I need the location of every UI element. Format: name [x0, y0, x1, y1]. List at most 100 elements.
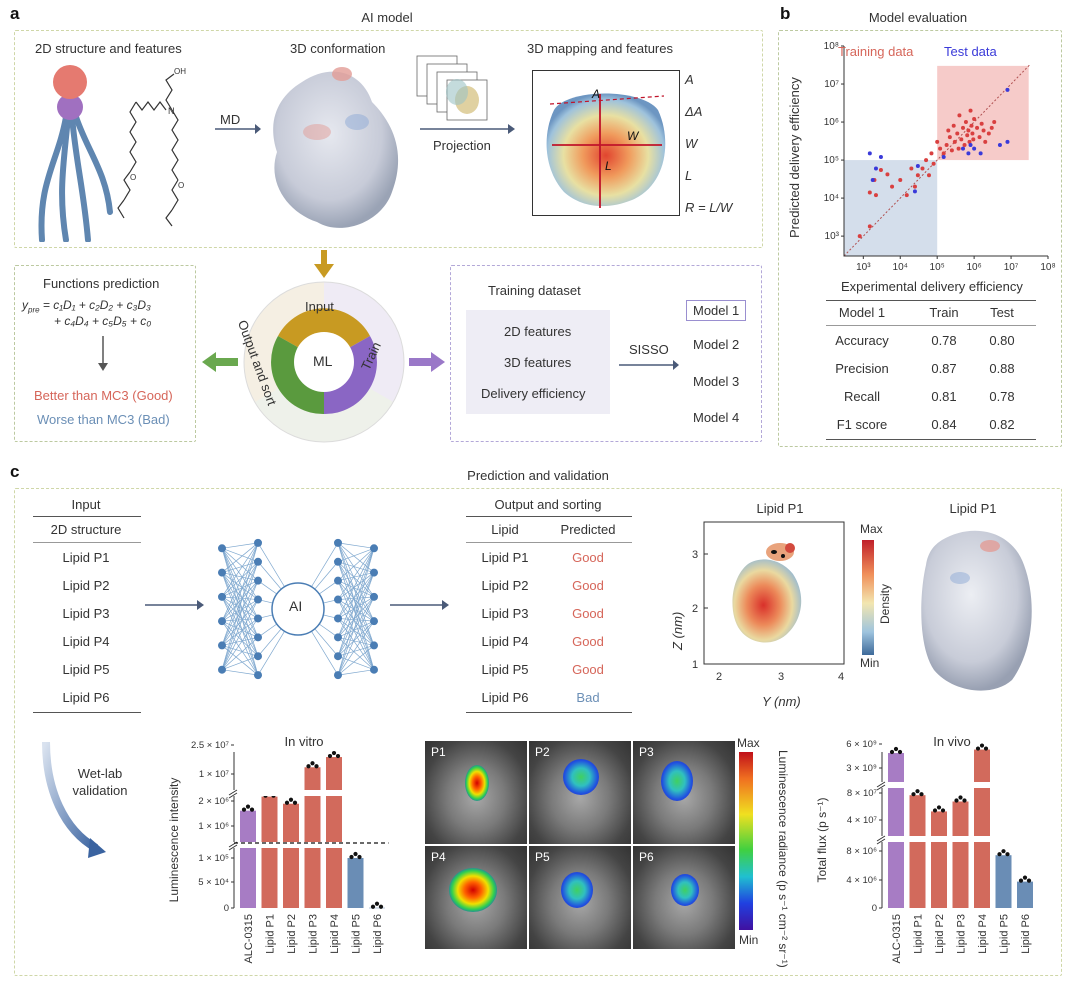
- eval-train-value: 0.87: [931, 361, 957, 376]
- imaging-panel-label: P4: [431, 850, 446, 864]
- nn-link: [337, 542, 375, 622]
- scatter-ytick-label: 10⁶: [824, 117, 839, 128]
- vitro-svg-category-label: Lipid P4: [329, 914, 341, 954]
- vivo-svg-bar: [909, 795, 926, 908]
- model-1-box: Model 1: [686, 300, 747, 321]
- feature-label-r: R = L/W: [685, 200, 733, 215]
- svg-text:O: O: [178, 181, 184, 190]
- vivo-svg-category-label: Lipid P3: [956, 914, 968, 954]
- eval-metric-label: Recall: [843, 389, 881, 404]
- scatter-axes: [843, 46, 1048, 257]
- test-point: [867, 151, 872, 156]
- vivo-svg-bar: [931, 811, 947, 908]
- eval-test-value: 0.88: [989, 361, 1015, 376]
- model-4-label: Model 4: [693, 410, 740, 425]
- feature-label-l: L: [685, 168, 693, 183]
- nn-link: [337, 548, 375, 638]
- training-point: [961, 125, 966, 130]
- nn-node: [218, 544, 226, 553]
- map-label-a: A: [591, 87, 600, 101]
- vitro-svg-point: [327, 753, 333, 759]
- density-cbar-min: Min: [860, 656, 880, 670]
- nn-link: [337, 548, 375, 619]
- nn-link: [221, 620, 259, 638]
- scatter-region-lower-left: [844, 160, 938, 256]
- output-prediction: Good: [572, 634, 604, 649]
- vivo-svg-point: [954, 798, 959, 803]
- sisso-label: SISSO: [629, 342, 669, 357]
- panel-b-title: Model evaluation: [868, 10, 968, 25]
- vivo-svg-bar: [888, 753, 904, 908]
- chemical-structure-icon: N OH O O: [117, 67, 186, 227]
- nn-node: [254, 633, 262, 642]
- vitro-svg-point: [378, 904, 384, 909]
- vitro-svg-break-mark: [228, 844, 238, 851]
- nn-link: [221, 637, 259, 670]
- prediction-validation-box: [14, 488, 1062, 976]
- feature-label-w: W: [685, 136, 698, 151]
- nn-node: [334, 633, 342, 642]
- test-point: [978, 151, 983, 156]
- training-point: [967, 139, 972, 144]
- nn-node: [218, 665, 226, 674]
- nn-link: [337, 620, 375, 676]
- imaging-cbar-min: Min: [739, 933, 759, 947]
- training-point: [966, 128, 971, 133]
- svg-text:N: N: [168, 106, 175, 116]
- output-lipid-name: Lipid P6: [481, 690, 529, 705]
- structure-title: 2D structure and features: [35, 41, 182, 56]
- vivo-svg-axis-break: [878, 782, 1039, 788]
- vitro-svg-ytick-label: 2.5 × 10⁷: [191, 740, 230, 751]
- nn-link: [337, 599, 375, 622]
- input-table-bottom-rule: [33, 712, 141, 713]
- nn-link: [221, 599, 259, 646]
- projection-arrow-icon: [420, 124, 515, 134]
- vitro-svg-category-label: Lipid P2: [286, 914, 298, 954]
- vitro-svg-point: [357, 854, 362, 860]
- output-prediction: Bad: [576, 690, 600, 705]
- svg-text:3: 3: [778, 671, 784, 683]
- panel-c-letter: c: [10, 462, 20, 481]
- nn-link: [221, 618, 259, 646]
- test-point: [941, 155, 946, 160]
- svg-text:OH: OH: [174, 67, 186, 76]
- training-point: [912, 184, 917, 189]
- training-point: [873, 193, 878, 198]
- density-colorbar: [862, 540, 874, 655]
- test-point: [1005, 87, 1010, 92]
- input-table-sub-rule: [33, 542, 141, 543]
- nn-node: [334, 671, 342, 680]
- training-point: [970, 131, 975, 136]
- output-lipid-name: Lipid P2: [481, 578, 529, 593]
- nn-link: [337, 572, 375, 600]
- nn-link: [337, 618, 375, 622]
- nn-link: [221, 548, 259, 657]
- nn-node: [254, 652, 262, 661]
- nn-link: [337, 548, 375, 600]
- vivo-svg-bar: [952, 801, 969, 908]
- scatter-ylabel: Predicted delivery efficiency: [787, 77, 802, 238]
- vitro-svg-ytick-label: 2 × 10⁶: [198, 796, 229, 807]
- imaging-cbar-max: Max: [737, 736, 760, 750]
- training-point: [952, 139, 957, 144]
- scatter-xtick-label: 10⁵: [930, 262, 945, 273]
- nn-node: [370, 641, 378, 650]
- nn-link: [221, 596, 259, 676]
- projection-frames-icon: [416, 55, 488, 121]
- luminescence-spot: [563, 759, 599, 795]
- density-title: Lipid P1: [756, 501, 804, 516]
- density-cbar-max: Max: [860, 522, 883, 536]
- test-point: [1005, 139, 1010, 144]
- ml-cycle-icon: [243, 281, 405, 443]
- imaging-colorbar: [739, 752, 753, 930]
- test-point: [966, 151, 971, 156]
- vivo-svg-category-label: Lipid P5: [999, 914, 1011, 954]
- vitro-svg-point: [335, 753, 341, 759]
- output-prediction: Good: [572, 606, 604, 621]
- nn-link: [337, 542, 375, 549]
- nn-link: [221, 561, 259, 646]
- vitro-svg-title: In vitro: [284, 734, 323, 749]
- training-point: [968, 108, 973, 113]
- imaging-cbar-label: Luminescence radiance (p s⁻¹ cm⁻² sr⁻¹): [776, 750, 790, 968]
